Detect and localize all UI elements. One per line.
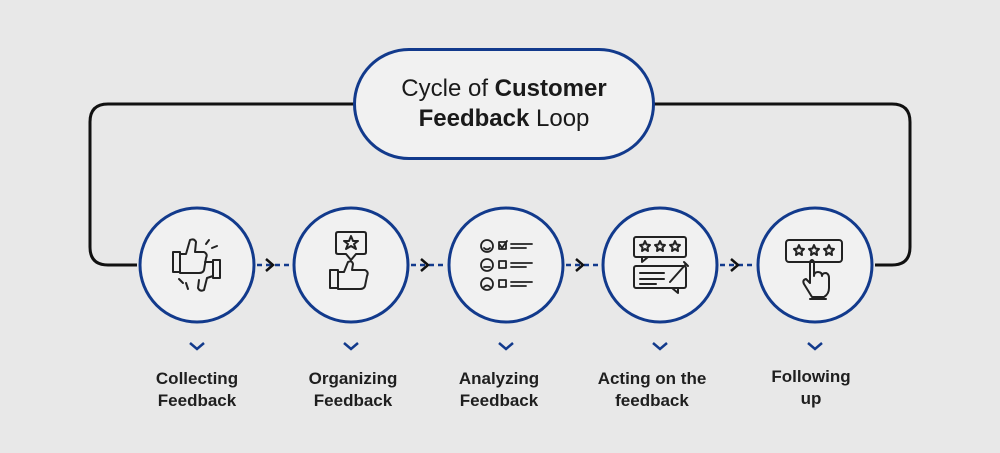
chevron-down-icon (498, 342, 514, 351)
step-label-line-2: Feedback (157, 391, 237, 410)
title-line-2-normal: Loop (529, 105, 590, 132)
step-label-line-2: up (800, 389, 822, 408)
step-label-acting: Acting on the feedback (567, 368, 737, 412)
smiley-checklist-icon (480, 239, 533, 291)
chevron-down-icon (189, 342, 205, 351)
step-label-line-1: Analyzing (458, 369, 540, 388)
connector-3 (566, 258, 601, 272)
thumbs-up-down-icon (172, 238, 221, 292)
step-label-line-2: Feedback (459, 391, 539, 410)
step-circle-collecting (137, 205, 257, 351)
step-label-following: Following up (726, 366, 896, 410)
step-circle-analyzing (446, 205, 566, 351)
chevron-down-icon (652, 342, 668, 351)
title-line-1-bold: Customer (494, 75, 607, 102)
step-label-line-1: Organizing (308, 369, 398, 388)
chevron-down-icon (343, 342, 359, 351)
step-circle-organizing (291, 205, 411, 351)
title-line-2: Feedback Loop (419, 104, 590, 134)
step-label-line-1: Following (771, 367, 851, 386)
connector-1 (257, 258, 292, 272)
rating-chat-icon (633, 236, 689, 294)
connector-2 (411, 258, 446, 272)
hand-rating-icon (785, 239, 843, 300)
step-circle-following (755, 205, 875, 351)
connector-4 (720, 258, 755, 272)
step-label-line-2: Feedback (313, 391, 393, 410)
step-label-analyzing: Analyzing Feedback (414, 368, 584, 412)
hand-star-bubble-icon (329, 231, 369, 290)
step-label-organizing: Organizing Feedback (268, 368, 438, 412)
diagram-title: Cycle of Customer Feedback Loop (353, 48, 655, 160)
title-line-2-bold: Feedback (418, 105, 530, 132)
step-label-collecting: Collecting Feedback (112, 368, 282, 412)
chevron-down-icon (807, 342, 823, 351)
step-label-line-2: feedback (615, 391, 689, 410)
step-label-line-1: Collecting (155, 369, 239, 388)
step-circle-acting (600, 205, 720, 351)
title-line-1: Cycle of Customer (401, 74, 606, 104)
title-line-1-normal: Cycle of (401, 75, 495, 102)
step-label-line-1: Acting on the (597, 369, 707, 388)
